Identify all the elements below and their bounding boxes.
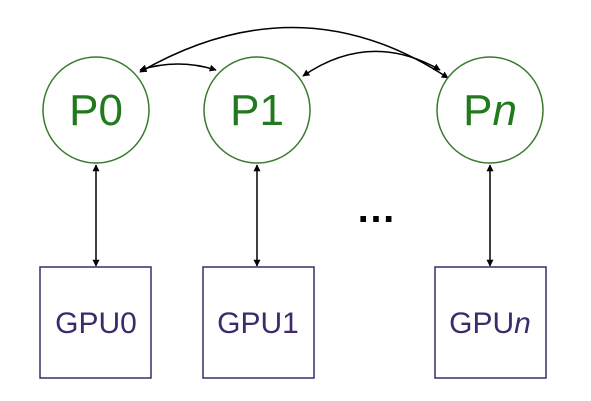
process-label: P0 bbox=[69, 86, 123, 135]
process-node-p1: P1 bbox=[203, 56, 311, 164]
gpu-label: GPU0 bbox=[55, 307, 137, 340]
gpu-label: GPU1 bbox=[217, 307, 299, 340]
process-node-pn: Pn bbox=[436, 56, 544, 164]
ellipsis: … bbox=[356, 187, 396, 231]
process-label: P1 bbox=[230, 86, 284, 135]
gpu-node-gpun: GPUn bbox=[434, 266, 547, 379]
process-label: Pn bbox=[463, 86, 517, 135]
arrow-p0-pn bbox=[139, 26, 449, 79]
gpu-node-gpu1: GPU1 bbox=[202, 266, 315, 379]
gpu-node-gpu0: GPU0 bbox=[39, 266, 152, 379]
process-node-p0: P0 bbox=[42, 56, 150, 164]
arrow-p1-pn bbox=[302, 50, 441, 77]
gpu-label: GPUn bbox=[449, 307, 531, 340]
